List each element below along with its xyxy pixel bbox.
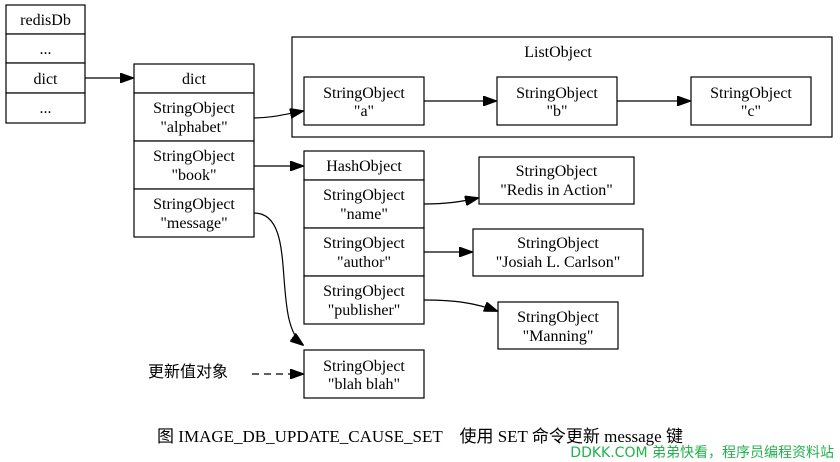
redisdb-row: ... [40,100,52,117]
hash-field-type: StringObject [323,283,405,300]
dict-key-cell [133,188,255,238]
hash-value-node: StringObject "Josiah L. Carlson" [472,228,644,277]
dict-key-cell [133,92,255,142]
hash-value-node: StringObject "Manning" [497,301,619,350]
edge-name-value [423,198,478,204]
dict-key-type: StringObject [153,148,235,165]
redisdb-row-cell [5,92,86,124]
dict-key-value: "message" [160,215,227,232]
new-value-text: "blah blah" [328,376,400,393]
hash-field-type: StringObject [323,187,405,204]
list-item-value: "a" [354,103,374,120]
dict-table: dict StringObject "alphabet" StringObjec… [133,63,255,238]
hash-value-type: StringObject [517,309,599,326]
hash-field-type: StringObject [323,235,405,252]
edge-alphabet-list [253,111,303,119]
redisdb-row-cell [5,33,86,64]
hash-value-text: "Manning" [523,328,594,345]
redisdb-table: redisDb ... dict ... [5,4,86,124]
list-item-node [303,76,425,126]
list-item-type: StringObject [516,85,598,102]
dict-key-value: "alphabet" [160,119,227,136]
edge-publisher-value [423,299,497,311]
hash-field-cell [303,179,425,229]
redisdb-title-cell [5,4,86,35]
hash-value-node: StringObject "Redis in Action" [478,156,635,205]
dict-title: dict [182,71,207,88]
new-value-label: 更新值对象 [148,363,228,381]
edge-message-new-value [253,212,303,345]
dict-key-type: StringObject [153,196,235,213]
hash-field-value: "publisher" [328,302,401,319]
dict-key-value: "book" [171,167,216,184]
redisdb-row: dict [34,71,59,88]
list-object-cluster: ListObject StringObject "a" StringObject… [291,36,833,138]
hash-object-title: HashObject [326,158,402,175]
hash-value-type: StringObject [516,163,598,180]
list-item-value: "b" [546,103,567,120]
list-item-node [690,76,812,126]
figure-caption: 图 IMAGE_DB_UPDATE_CAUSE_SET 使用 SET 命令更新 … [157,426,683,446]
hash-field-cell [303,275,425,325]
hash-value-box [478,156,635,205]
hash-value-box [497,301,619,350]
hash-value-box [472,228,644,277]
hash-value-type: StringObject [517,235,599,252]
new-value-box [303,349,425,399]
hash-value-text: "Redis in Action" [500,182,613,199]
hash-field-value: "author" [337,254,391,271]
new-value-type: StringObject [323,358,405,375]
redisdb-row: ... [40,41,52,58]
dict-key-type: StringObject [153,100,235,117]
hash-field-value: "name" [340,206,388,223]
list-item-type: StringObject [323,85,405,102]
redisdb-title: redisDb [20,12,71,29]
list-object-title: ListObject [524,44,592,61]
hash-value-text: "Josiah L. Carlson" [496,254,621,271]
list-item-value: "c" [741,103,761,120]
list-item-type: StringObject [710,85,792,102]
watermark: DDKK.COM 弟弟快看，程序员编程资料站 [570,445,834,461]
new-value-node: StringObject "blah blah" [303,349,425,399]
hash-object-table: HashObject StringObject "name" StringObj… [303,150,425,325]
